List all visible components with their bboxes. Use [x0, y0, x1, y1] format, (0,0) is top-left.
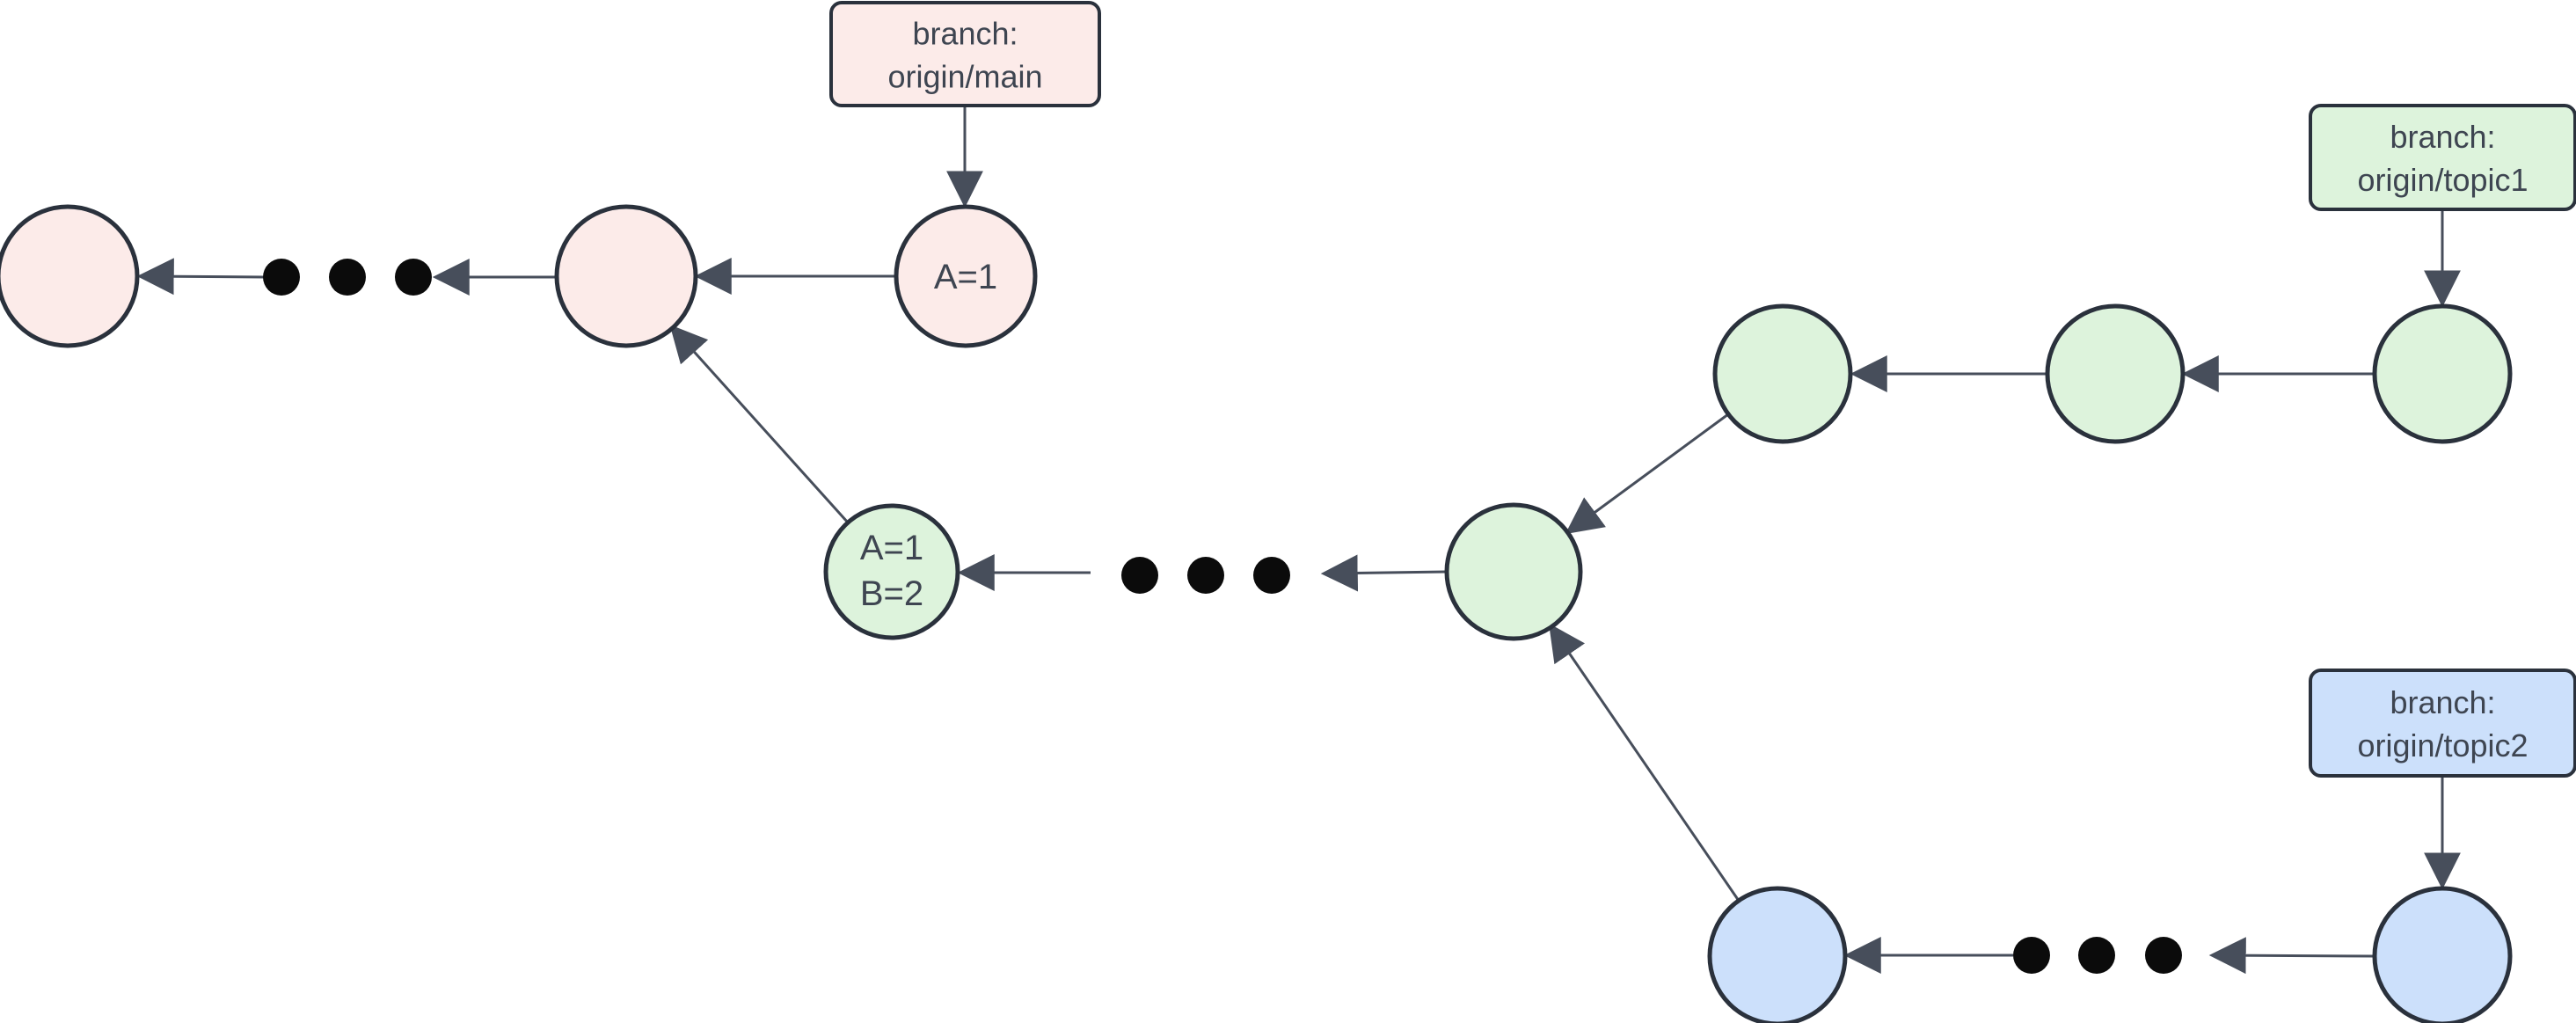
- ellipsis-middle-history: [1121, 557, 1290, 594]
- branch-label-origin-topic1-box: [2309, 104, 2576, 211]
- commit-topic1-commit-2: [2045, 303, 2186, 444]
- branch-label-origin-topic1-text: branch:origin/topic1: [2357, 119, 2528, 198]
- ellipsis-dot: [1187, 557, 1224, 594]
- commit-circle-topic1-commit-1: [1712, 303, 1853, 444]
- commit-circle-main-head-a1: [894, 204, 1038, 348]
- commit-circle-main-oldest: [0, 204, 140, 348]
- ellipsis-dot: [329, 259, 366, 296]
- commit-main-head-a1: A=1: [894, 204, 1038, 348]
- commit-topic1-commit-1: [1712, 303, 1853, 444]
- edge-topic2head-to-dots: [2208, 937, 2375, 975]
- commit-topic-base: [1444, 502, 1583, 641]
- edge-topic-base-to-dots: [1320, 554, 1448, 592]
- branch-label-origin-main-box: [829, 1, 1101, 107]
- commit-main-parent: [554, 204, 698, 348]
- commit-circle-main-parent: [554, 204, 698, 348]
- ellipsis-dot: [2145, 937, 2182, 974]
- commit-circle-topic1-commit-2: [2045, 303, 2186, 444]
- edge-merge-to-main-parent: [669, 325, 850, 524]
- branch-label-origin-main-text: branch:origin/main: [887, 16, 1042, 95]
- edge-topic1c1-to-base: [1565, 413, 1729, 535]
- branch-label-origin-topic1: branch:origin/topic1: [2309, 104, 2576, 211]
- commit-main-oldest: [0, 204, 140, 348]
- ellipsis-main-history: [263, 259, 432, 296]
- commit-topic2-head: [2372, 886, 2513, 1023]
- commit-circle-topic2-head: [2372, 886, 2513, 1023]
- branch-label-origin-topic2: branch:origin/topic2: [2309, 669, 2576, 778]
- commit-topic2-commit-1: [1707, 886, 1848, 1023]
- branch-label-origin-topic2-box: [2309, 669, 2576, 778]
- commit-topic1-head: [2372, 303, 2513, 444]
- commit-text-main-head-a1: A=1: [934, 258, 997, 296]
- commit-circle-topic2-commit-1: [1707, 886, 1848, 1023]
- ellipsis-topic2-history: [2013, 937, 2182, 974]
- branch-label-origin-topic2-text: branch:origin/topic2: [2357, 684, 2528, 764]
- branch-label-origin-main: branch:origin/main: [829, 1, 1101, 107]
- edge-topic2c1-to-base: [1549, 623, 1740, 902]
- edge-dots-to-main-oldest: [136, 258, 265, 296]
- ellipsis-dot: [395, 259, 432, 296]
- commit-circle-topic-base: [1444, 502, 1583, 641]
- ellipsis-dot: [1253, 557, 1290, 594]
- ellipsis-dot: [2013, 937, 2050, 974]
- ellipsis-dot: [2078, 937, 2115, 974]
- ellipsis-dot: [1121, 557, 1158, 594]
- commit-circle-merge-a1-b2: [823, 503, 960, 640]
- ellipsis-dot: [263, 259, 300, 296]
- commit-circle-topic1-head: [2372, 303, 2513, 444]
